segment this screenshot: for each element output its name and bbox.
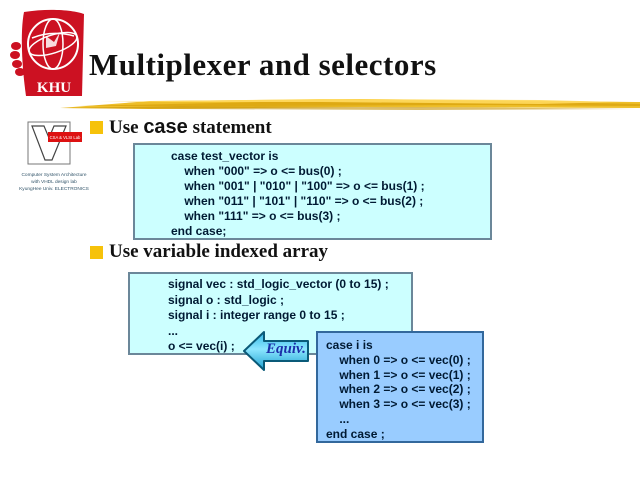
code-box-case-statement: case test_vector is when "000" => o <= b… [133, 143, 492, 240]
code-line: ... [168, 323, 179, 338]
bullet-square-icon [90, 246, 103, 259]
code-line: signal vec : std_logic_vector (0 to 15) … [168, 277, 389, 291]
code-line: when 0 => o <= vec(0) ; [326, 352, 471, 367]
code-line: signal o : std_logic ; [168, 292, 285, 307]
code-line: signal i : integer range 0 to 15 ; [168, 308, 345, 322]
code-line: when 1 => o <= vec(1) ; [326, 367, 471, 382]
code-box-case-i: case i is when 0 => o <= vec(0) ; when 1… [316, 331, 484, 443]
code-line: when "011" | "101" | "110" => o <= bus(2… [171, 194, 424, 208]
brush-stroke-decoration [60, 99, 640, 110]
equiv-label: Equiv. [266, 341, 306, 357]
bullet-square-icon [90, 121, 103, 134]
code-line: when 2 => o <= vec(2) ; [326, 382, 471, 397]
equiv-arrow-icon [243, 331, 309, 371]
khu-logo-label: KHU [37, 80, 71, 96]
bullet-text: Use case statement [109, 116, 272, 139]
code-line: end case ; [326, 426, 385, 441]
bullet1-keyword: case [143, 116, 188, 138]
bullet-use-variable-indexed-array: Use variable indexed array [90, 241, 328, 263]
khu-logo-icon: KHU [10, 9, 84, 97]
code-line: when 3 => o <= vec(3) ; [326, 397, 471, 412]
vlsi-caption-line3: KyungHee Univ. ELECTRONICS [19, 186, 89, 192]
vlsi-lab-logo: CSA & VLSI Lab Computer System Architect… [19, 121, 89, 192]
page-title: Multiplexer and selectors [89, 47, 437, 82]
code-line: ... [326, 411, 350, 426]
vlsi-caption-line1: Computer System Architecture [21, 172, 86, 178]
code-line: case i is [326, 338, 373, 352]
code-line: when "000" => o <= bus(0) ; [171, 164, 342, 178]
bullet-use-case-statement: Use case statement [90, 116, 272, 139]
bullet1-prefix: Use [109, 117, 144, 138]
code-line: end case; [171, 224, 227, 238]
code-line: when "111" => o <= bus(3) ; [171, 209, 341, 223]
code-line: o <= vec(i) ; [168, 339, 235, 353]
code-line: case test_vector is [171, 149, 279, 163]
code-line: when "001" | "010" | "100" => o <= bus(1… [171, 179, 425, 193]
vlsi-caption-line2: with VHDL design lab [31, 179, 77, 185]
bullet1-suffix: statement [187, 117, 272, 138]
bullet-text: Use variable indexed array [109, 241, 329, 262]
vlsi-badge-label: CSA & VLSI Lab [50, 135, 81, 140]
